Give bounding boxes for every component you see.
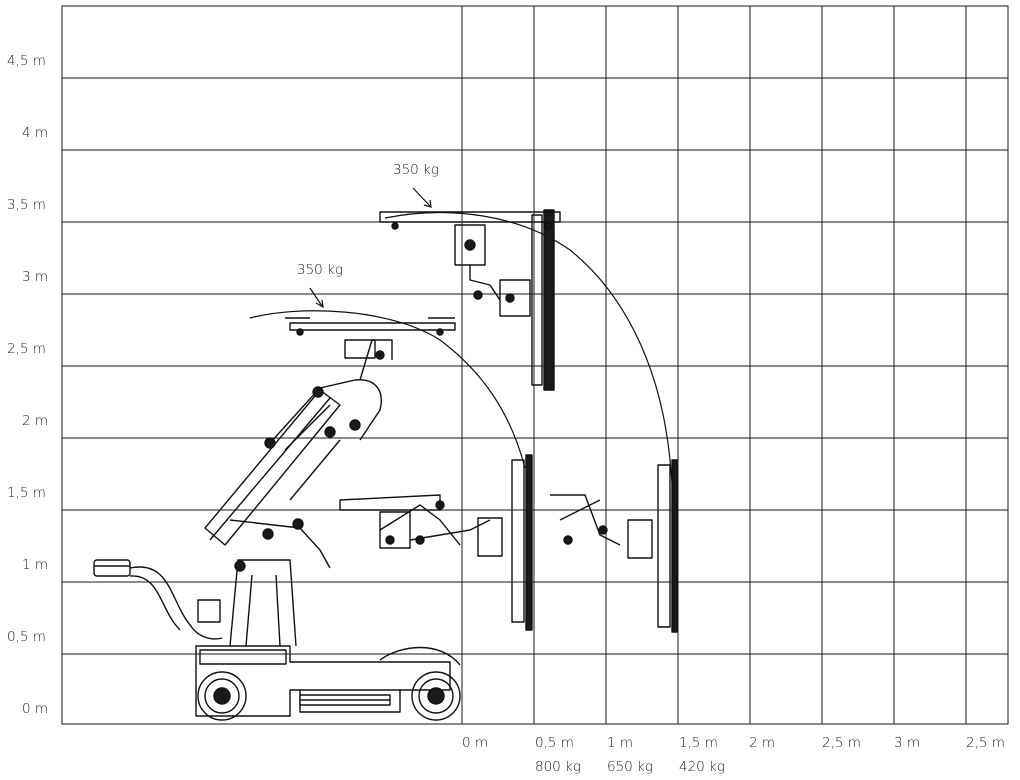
load-annotation-lower: 350 kg	[297, 262, 343, 278]
y-label-1: 1 m	[22, 557, 48, 573]
y-label-3: 3 m	[22, 269, 48, 285]
y-label-1-5: 1,5 m	[7, 485, 46, 501]
y-axis-labels: 0 m 0,5 m 1 m 1,5 m 2 m 2,5 m 3 m 3,5 m …	[7, 53, 48, 717]
load-label-420: 420 kg	[679, 759, 725, 775]
x-label-2-5-end: 2,5 m	[966, 735, 1005, 751]
y-label-4-5: 4,5 m	[7, 53, 46, 69]
load-annotations: 350 kg 350 kg	[297, 162, 439, 309]
horizontal-grid	[62, 77, 1008, 655]
x-label-2-5: 2,5 m	[822, 735, 861, 751]
x-label-3: 3 m	[894, 735, 920, 751]
y-label-0-5: 0,5 m	[7, 629, 46, 645]
diagram-frame	[61, 5, 1009, 725]
load-label-800: 800 kg	[535, 759, 581, 775]
x-label-1: 1 m	[607, 735, 633, 751]
x-label-1-5: 1,5 m	[679, 735, 718, 751]
y-label-2: 2 m	[22, 413, 48, 429]
y-label-0: 0 m	[22, 701, 48, 717]
y-label-2-5: 2,5 m	[7, 341, 46, 357]
load-label-650: 650 kg	[607, 759, 653, 775]
vertical-grid	[461, 6, 967, 724]
load-annotation-upper: 350 kg	[393, 162, 439, 178]
y-label-4: 4 m	[22, 125, 48, 141]
x-label-0: 0 m	[462, 735, 488, 751]
y-label-3-5: 3,5 m	[7, 197, 46, 213]
x-axis-labels: 0 m 0,5 m 1 m 1,5 m 2 m 2,5 m 3 m 2,5 m …	[462, 735, 1005, 775]
x-label-0-5: 0,5 m	[535, 735, 574, 751]
glazing-robot	[93, 209, 678, 721]
x-label-2: 2 m	[749, 735, 775, 751]
